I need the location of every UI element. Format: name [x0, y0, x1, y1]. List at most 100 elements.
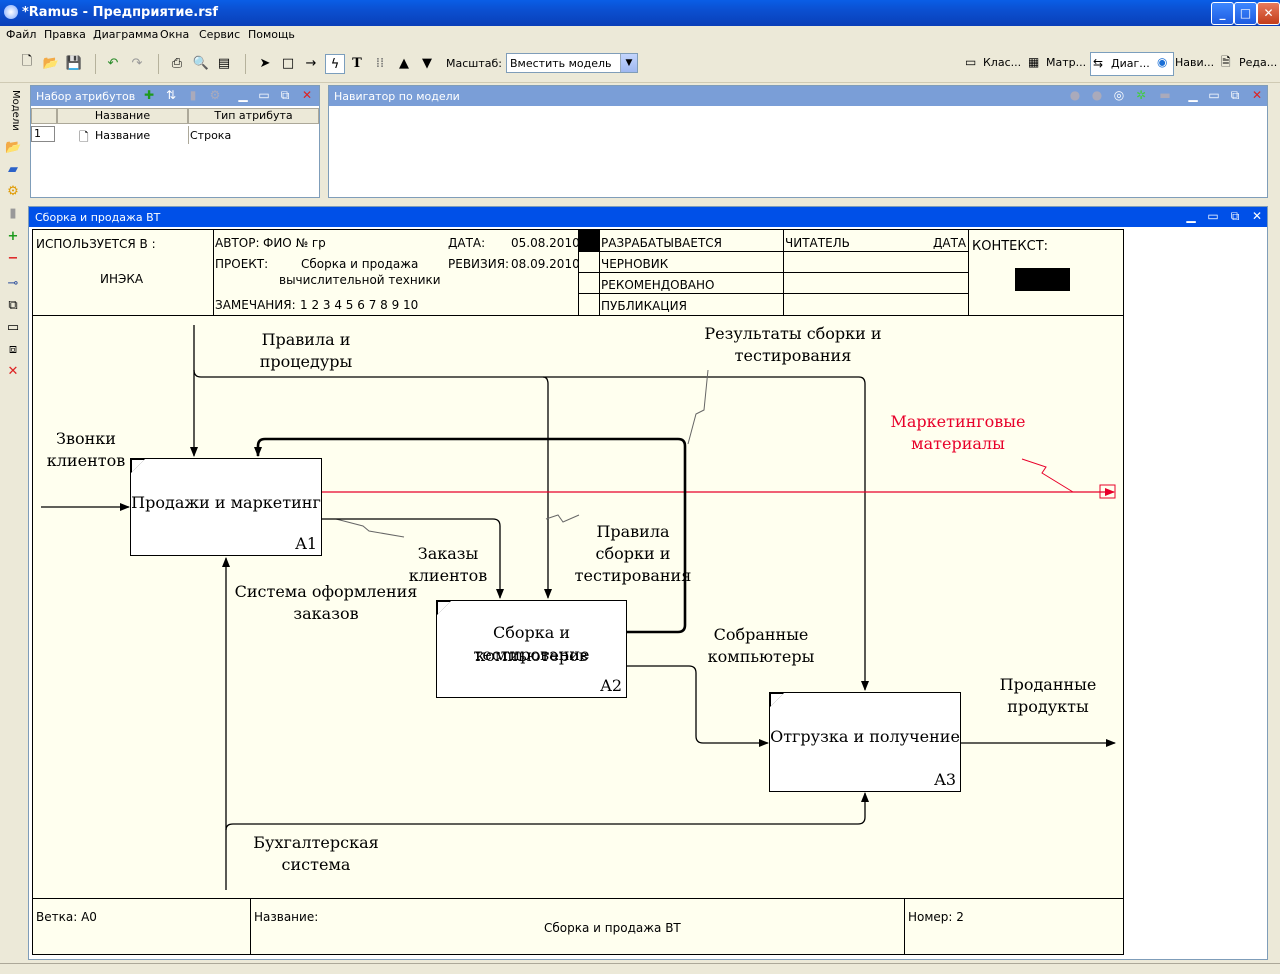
add-icon[interactable]: +	[7, 229, 19, 244]
down-level-icon[interactable]: ▼	[422, 55, 432, 71]
redo-icon[interactable]: ↷	[131, 55, 143, 71]
squiggle-tool-icon[interactable]: ϟ	[325, 54, 345, 74]
maximize-button[interactable]: □	[1234, 2, 1257, 25]
menu-diagram[interactable]: Диаграмма	[93, 28, 159, 41]
menu-file[interactable]: Файл	[6, 28, 37, 41]
menu-edit[interactable]: Правка	[44, 28, 86, 41]
box-tool-icon[interactable]: □	[281, 55, 295, 71]
panel-float-icon[interactable]: ⧉	[280, 88, 290, 102]
accounting-arrow	[225, 792, 869, 831]
toolbar: 🗋 📂 💾 ↶ ↷ ⎙ 🔍 ▤ ➤ □ → ϟ T ⁞⁞ ▲ ▼ Масштаб…	[0, 46, 1280, 83]
new-model-icon[interactable]: 📂	[5, 140, 22, 155]
tab-editor[interactable]: 🗎Реда...	[1221, 55, 1278, 69]
panel-maximize-icon[interactable]: ▭	[1208, 88, 1220, 102]
footer-name-label: Название:	[254, 910, 319, 924]
status-marker	[579, 230, 599, 251]
page-setup-icon[interactable]: ▤	[217, 55, 231, 71]
sort-icon[interactable]: ⇅	[165, 88, 177, 102]
undo-icon[interactable]: ↶	[107, 55, 119, 71]
diagram-window-header: Сборка и продажа ВТ ▁ ▭ ⧉ ✕	[29, 207, 1267, 227]
tab-models[interactable]: Модели	[10, 90, 21, 131]
open-folder-icon[interactable]: 📂	[42, 55, 60, 71]
remove-icon[interactable]: −	[7, 251, 19, 266]
panel-float-icon[interactable]: ⧉	[1230, 209, 1240, 223]
panel-close-icon[interactable]: ✕	[1251, 209, 1263, 223]
folder-icon[interactable]: ▬	[1159, 88, 1171, 102]
trash-icon[interactable]: ▮	[9, 206, 17, 221]
reader-label: ЧИТАТЕЛЬ	[785, 236, 850, 250]
globe-icon[interactable]: ◎	[1113, 88, 1125, 102]
properties-icon[interactable]: ⚙	[209, 88, 221, 102]
close-icon[interactable]: ✕	[7, 364, 19, 379]
forward-icon[interactable]: ●	[1091, 88, 1103, 102]
activity-box-a3[interactable]: Отгрузка и получение A3	[769, 692, 961, 792]
panel-close-icon[interactable]: ✕	[301, 88, 313, 102]
open-model-icon[interactable]: ▰	[8, 162, 18, 177]
idef0-sheet[interactable]: ИСПОЛЬЗУЕТСЯ В : ИНЭКА АВТОР: ФИО № гр П…	[32, 229, 1124, 955]
project-value-1: Сборка и продажа	[301, 257, 419, 271]
window-icon[interactable]: ▭	[6, 320, 20, 335]
attribute-type[interactable]: Строка	[190, 129, 232, 142]
activity-box-a1[interactable]: Продажи и маркетинг A1	[130, 458, 322, 556]
column-header[interactable]: Тип атрибута	[188, 108, 319, 124]
save-icon[interactable]: 💾	[65, 55, 83, 71]
refresh-icon[interactable]: ✲	[1135, 88, 1147, 102]
notes-label: ЗАМЕЧАНИЯ:	[215, 298, 296, 312]
pin-icon[interactable]: ⊸	[7, 276, 19, 291]
tab-matrix[interactable]: ▦Матр...	[1028, 55, 1087, 69]
footer-name-value: Сборка и продажа ВТ	[544, 921, 681, 935]
chevron-down-icon[interactable]: ▼	[620, 54, 637, 72]
up-level-icon[interactable]: ▲	[399, 55, 409, 71]
print-icon[interactable]: ⎙	[171, 55, 183, 71]
back-icon[interactable]: ●	[1069, 88, 1081, 102]
column-header[interactable]: Название	[57, 108, 188, 124]
arrow-tool-icon[interactable]: →	[305, 55, 317, 71]
panel-maximize-icon[interactable]: ▭	[1207, 209, 1219, 223]
pointer-tool-icon[interactable]: ➤	[259, 55, 271, 71]
text-tool-icon[interactable]: T	[352, 55, 362, 71]
tab-classes[interactable]: ▭Клас...	[965, 55, 1022, 69]
zoom-select[interactable]: Вместить модель ▼	[506, 53, 638, 73]
delete-attribute-icon[interactable]: ▮	[189, 88, 197, 102]
minimize-button[interactable]: _	[1211, 2, 1234, 25]
add-attribute-icon[interactable]: ✚	[143, 88, 155, 102]
print-preview-icon[interactable]: 🔍	[192, 55, 210, 71]
cascade-icon[interactable]: ⧉	[8, 298, 18, 313]
a3-title: Отгрузка и получение	[770, 727, 960, 746]
diagram-window: Сборка и продажа ВТ ▁ ▭ ⧉ ✕ ИСПОЛЬЗУЕТСЯ…	[28, 206, 1268, 960]
menu-service[interactable]: Сервис	[199, 28, 241, 41]
tab-navigator[interactable]: ◉Нави...	[1157, 55, 1215, 69]
grid-tool-icon[interactable]: ⁞⁞	[375, 55, 385, 71]
settings-icon[interactable]: ⚙	[7, 184, 19, 199]
context-thumbnail[interactable]	[1015, 268, 1070, 291]
row-number[interactable]: 1	[31, 126, 55, 142]
zoom-value: Вместить модель	[510, 57, 612, 70]
panel-float-icon[interactable]: ⧉	[1230, 88, 1240, 102]
restore-icon[interactable]: ⧈	[8, 342, 18, 357]
status-draft: ЧЕРНОВИК	[601, 257, 669, 271]
panel-minimize-icon[interactable]: ▁	[1186, 209, 1196, 223]
menu-help[interactable]: Помощь	[248, 28, 295, 41]
panel-minimize-icon[interactable]: ▁	[1188, 88, 1198, 102]
new-file-icon[interactable]: 🗋	[21, 54, 33, 69]
activity-box-a2[interactable]: Сборка и тестирование компьютеров A2	[436, 600, 627, 698]
document-icon: 🗋	[79, 130, 89, 144]
close-button[interactable]: ✕	[1257, 2, 1280, 25]
panel-close-icon[interactable]: ✕	[1251, 88, 1263, 102]
tab-diagram[interactable]: ⇆Диаг...	[1090, 52, 1174, 76]
panel-minimize-icon[interactable]: ▁	[238, 88, 248, 102]
panel-maximize-icon[interactable]: ▭	[258, 88, 270, 102]
menu-windows[interactable]: Окна	[160, 28, 190, 41]
attribute-name[interactable]: Название	[95, 129, 151, 142]
used-in-value: ИНЭКА	[100, 272, 144, 286]
